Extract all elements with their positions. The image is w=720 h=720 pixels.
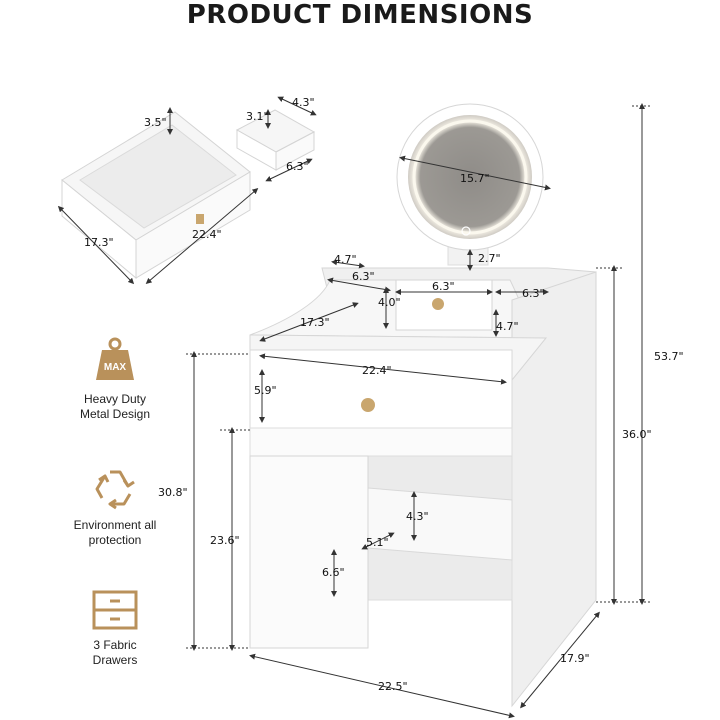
vanity-desk <box>249 267 597 708</box>
dim-shelf-height: 4.3" <box>406 510 429 523</box>
dim-small-drawer-width: 4.3" <box>292 96 315 109</box>
dim-big-drawer-height: 3.5" <box>144 116 167 129</box>
dim-base-depth: 17.9" <box>560 652 590 665</box>
dim-top-left-width: 6.3" <box>352 270 375 283</box>
dim-top-right-depth: 4.7" <box>496 320 519 333</box>
page-title: PRODUCT DIMENSIONS <box>186 0 534 30</box>
dim-top-side-depth: 4.7" <box>334 253 357 266</box>
dim-desk-depth: 17.3" <box>300 316 330 329</box>
drawers-icon <box>92 590 138 630</box>
max-badge: MAX <box>104 362 127 373</box>
dim-shelf-floor: 6.6" <box>322 566 345 579</box>
dim-desk-height: 36.0" <box>622 428 652 441</box>
dim-top-right-width: 6.3" <box>522 287 545 300</box>
weight-max-icon: MAX <box>96 337 134 380</box>
dim-desk-width: 22.4" <box>362 364 392 377</box>
dim-left-height: 30.8" <box>158 486 188 499</box>
recycle-icon <box>95 470 135 510</box>
dim-small-drawer-depth: 6.3" <box>286 160 309 173</box>
dimension-lines <box>57 96 652 719</box>
dim-total-height: 53.7" <box>654 350 684 363</box>
dim-mirror-stem: 2.7" <box>478 252 501 265</box>
dim-big-drawer-depth: 17.3" <box>84 236 114 249</box>
dim-base-width: 22.5" <box>378 680 408 693</box>
dim-leg-height: 23.6" <box>210 534 240 547</box>
big-drawer <box>61 111 251 280</box>
dim-top-drawer-height: 4.0" <box>378 296 401 309</box>
dim-shelf-depth: 5.1" <box>366 536 389 549</box>
dim-big-drawer-width: 22.4" <box>192 228 222 241</box>
dim-desk-drawer-height: 5.9" <box>254 384 277 397</box>
dim-top-center-width: 6.3" <box>432 280 455 293</box>
dim-mirror-diameter: 15.7" <box>460 172 490 185</box>
dim-small-drawer-height: 3.1" <box>246 110 269 123</box>
